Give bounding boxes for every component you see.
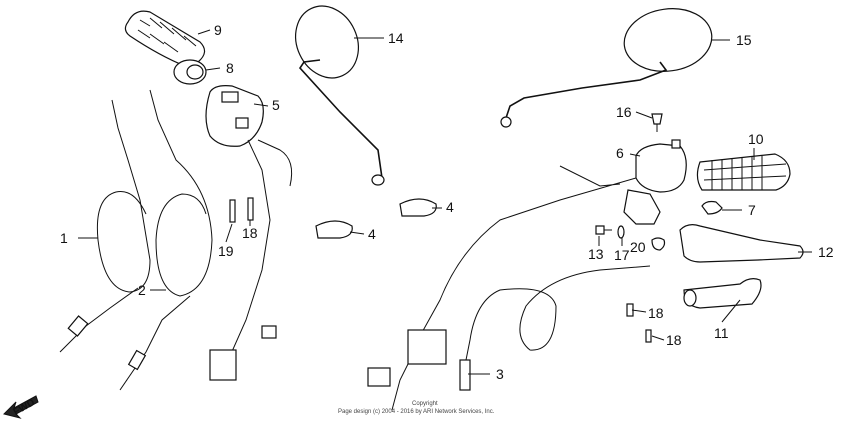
copyright-notice: Page design (c) 2004 - 2016 by ARI Netwo… — [338, 409, 495, 415]
small-bolts — [229, 197, 666, 343]
left-grip — [124, 10, 206, 67]
callout-13: 13 — [588, 246, 604, 262]
callout-2: 2 — [138, 282, 146, 298]
callout-18c: 18 — [666, 332, 682, 348]
mirror-bolt — [651, 113, 663, 132]
cable-1 — [59, 99, 151, 353]
throttle-grip — [696, 153, 791, 191]
callout-6: 6 — [616, 145, 624, 161]
callout-1: 1 — [60, 230, 68, 246]
callout-8: 8 — [226, 60, 234, 76]
cable-2 — [119, 89, 213, 391]
lever-pivot-part — [701, 200, 723, 215]
callout-16: 16 — [616, 104, 632, 120]
callout-4b: 4 — [368, 226, 376, 242]
handlebar-weight — [173, 59, 207, 85]
callout-11: 11 — [714, 325, 729, 341]
fwd-arrow — [3, 395, 39, 419]
callout-17: 17 — [614, 247, 630, 263]
right-mirror — [500, 8, 713, 128]
callout-20: 20 — [630, 239, 646, 255]
callout-14: 14 — [388, 30, 404, 46]
callout-12: 12 — [818, 244, 834, 260]
wire-clamps — [315, 198, 437, 239]
callout-3: 3 — [496, 366, 504, 382]
right-switch-harness — [367, 165, 637, 411]
callout-4a: 4 — [446, 199, 454, 215]
callout-18a: 18 — [242, 225, 258, 241]
brake-lever — [679, 224, 804, 263]
callout-15: 15 — [736, 32, 752, 48]
clutch-lever — [683, 278, 762, 309]
callout-5: 5 — [272, 97, 280, 113]
right-switch-housing — [623, 139, 687, 225]
callout-10: 10 — [748, 131, 764, 147]
callout-18b: 18 — [648, 305, 664, 321]
cable-3 — [459, 265, 651, 391]
left-mirror — [295, 5, 385, 186]
callout-19: 19 — [218, 243, 234, 259]
callout-7: 7 — [748, 202, 756, 218]
callout-leaders — [78, 29, 812, 375]
callout-9: 9 — [214, 22, 222, 38]
copyright-title: Copyright — [412, 401, 438, 407]
left-switch-harness — [209, 139, 293, 381]
fwd-label: FWD — [12, 397, 37, 418]
left-switch-housing — [205, 85, 264, 147]
